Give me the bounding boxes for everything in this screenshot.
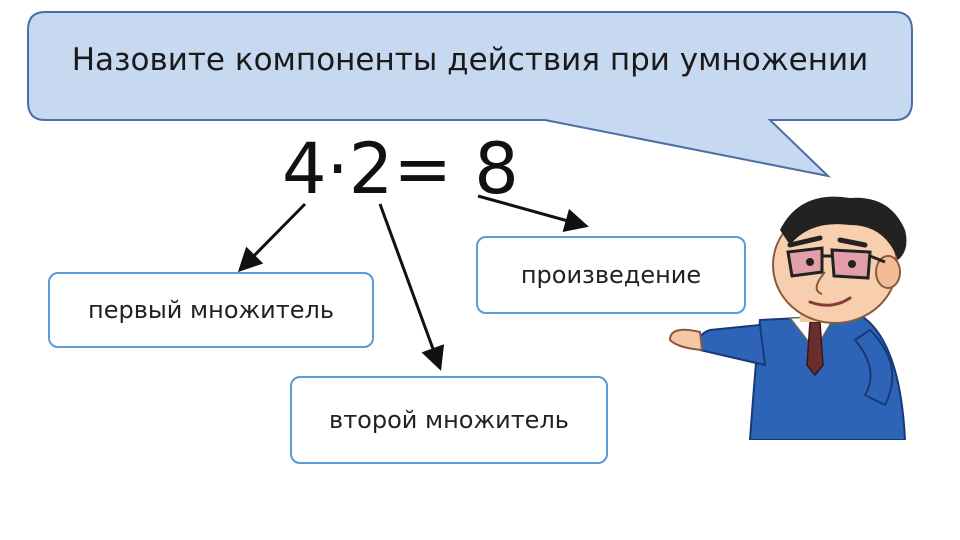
first-factor-box: первый множитель (48, 272, 374, 348)
equation: 4·2= 8 (282, 128, 519, 210)
first-factor-label: первый множитель (88, 296, 334, 324)
product-label: произведение (520, 261, 702, 289)
second-factor-label: второй множитель (329, 406, 569, 434)
bubble-question-text: Назовите компоненты действия при умножен… (71, 42, 869, 78)
second-factor-box: второй множитель (290, 376, 608, 464)
product-box: произведение (476, 236, 746, 314)
professor-character-illustration (668, 196, 907, 440)
